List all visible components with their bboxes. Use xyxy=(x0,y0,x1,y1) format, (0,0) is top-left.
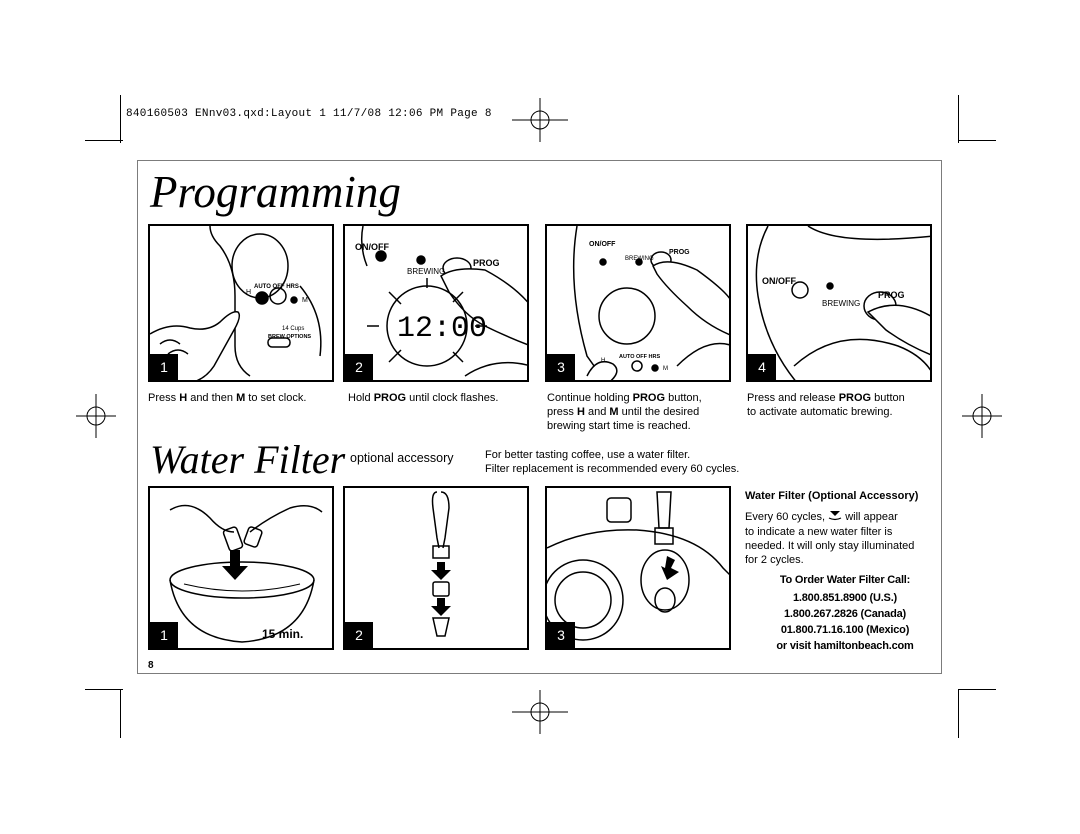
phone-canada: 1.800.267.2826 (Canada) xyxy=(784,608,906,620)
auto-brew-illustration: ON/OFF BREWING PROG xyxy=(755,226,930,380)
water-filter-step-2-illustration: 2 xyxy=(343,486,529,650)
filter-assembly-illustration xyxy=(431,491,451,637)
svg-text:AUTO OFF HRS: AUTO OFF HRS xyxy=(619,354,660,360)
water-filter-intro: For better tasting coffee, use a water f… xyxy=(485,449,740,475)
step-number-badge: 3 xyxy=(547,354,575,380)
svg-text:M: M xyxy=(302,297,308,304)
step-number-badge: 2 xyxy=(345,354,373,380)
svg-text:H: H xyxy=(601,358,605,364)
svg-text:BREWING: BREWING xyxy=(625,256,654,262)
order-heading: To Order Water Filter Call: xyxy=(779,574,911,586)
step-number-badge: 1 xyxy=(150,354,178,380)
svg-text:H: H xyxy=(246,289,251,296)
website-text: or visit hamiltonbeach.com xyxy=(776,640,914,652)
svg-text:BREW OPTIONS: BREW OPTIONS xyxy=(268,334,311,340)
svg-text:15 min.: 15 min. xyxy=(262,627,303,641)
page-number: 8 xyxy=(148,660,154,671)
svg-text:BREWING: BREWING xyxy=(822,299,860,308)
svg-text:AUTO OFF HRS: AUTO OFF HRS xyxy=(254,284,299,290)
optional-accessory-label: optional accessory xyxy=(350,451,454,465)
clock-flash-illustration: ON/OFF BREWING PROG 12:00 xyxy=(355,226,527,377)
phone-mexico: 01.800.71.16.100 (Mexico) xyxy=(780,624,910,636)
svg-text:12:00: 12:00 xyxy=(397,312,487,346)
step-4-caption: Press and release PROG button to activat… xyxy=(747,392,905,418)
soak-filter-illustration: 15 min. xyxy=(169,504,323,643)
programming-step-2-illustration: ON/OFF BREWING PROG 12:00 2 xyxy=(343,224,529,382)
svg-text:PROG: PROG xyxy=(878,290,905,300)
order-info: To Order Water Filter Call: 1.800.851.89… xyxy=(740,573,950,653)
water-filter-title: Water Filter xyxy=(150,437,346,482)
svg-text:BREWING: BREWING xyxy=(407,267,445,276)
programming-step-4-illustration: ON/OFF BREWING PROG 4 xyxy=(746,224,932,382)
programming-step-3-illustration: ON/OFF BREWING PROG AUTO OFF HRS H M 3 xyxy=(545,224,731,382)
svg-text:M: M xyxy=(663,366,668,372)
phone-us: 1.800.851.8900 (U.S.) xyxy=(792,592,898,604)
step-3-caption: Continue holding PROG button, press H an… xyxy=(547,392,702,432)
svg-text:14 Cups: 14 Cups xyxy=(282,326,304,332)
water-filter-indicator-icon xyxy=(828,509,842,525)
svg-text:PROG: PROG xyxy=(473,258,500,268)
step-2-caption: Hold PROG until clock flashes. xyxy=(348,392,499,404)
set-brew-time-illustration: ON/OFF BREWING PROG AUTO OFF HRS H M xyxy=(572,226,729,380)
water-filter-step-3-illustration: 3 xyxy=(545,486,731,650)
step-number-badge: 1 xyxy=(150,622,178,648)
water-filter-info: Water Filter (Optional Accessory) Every … xyxy=(745,489,945,567)
svg-text:PROG: PROG xyxy=(669,249,690,256)
svg-text:ON/OFF: ON/OFF xyxy=(762,276,796,286)
step-1-caption: Press H and then M to set clock. xyxy=(148,392,307,404)
step-number-badge: 4 xyxy=(748,354,776,380)
water-filter-info-heading: Water Filter (Optional Accessory) xyxy=(745,490,919,502)
page-frame xyxy=(137,160,942,674)
file-slug-line: 840160503 ENnv03.qxd:Layout 1 11/7/08 12… xyxy=(126,108,492,120)
programming-step-1-illustration: AUTO OFF HRS H M 14 Cups BREW OPTIONS 1 xyxy=(148,224,334,382)
step-number-badge: 2 xyxy=(345,622,373,648)
page-title: Programming xyxy=(150,167,401,217)
svg-text:ON/OFF: ON/OFF xyxy=(589,241,616,248)
water-filter-step-1-illustration: 15 min. 1 xyxy=(148,486,334,650)
step-number-badge: 3 xyxy=(547,622,575,648)
water-filter-indicator-text: Every 60 cycles, will appear xyxy=(745,509,945,525)
insert-filter-illustration xyxy=(547,491,729,641)
svg-text:ON/OFF: ON/OFF xyxy=(355,242,389,252)
